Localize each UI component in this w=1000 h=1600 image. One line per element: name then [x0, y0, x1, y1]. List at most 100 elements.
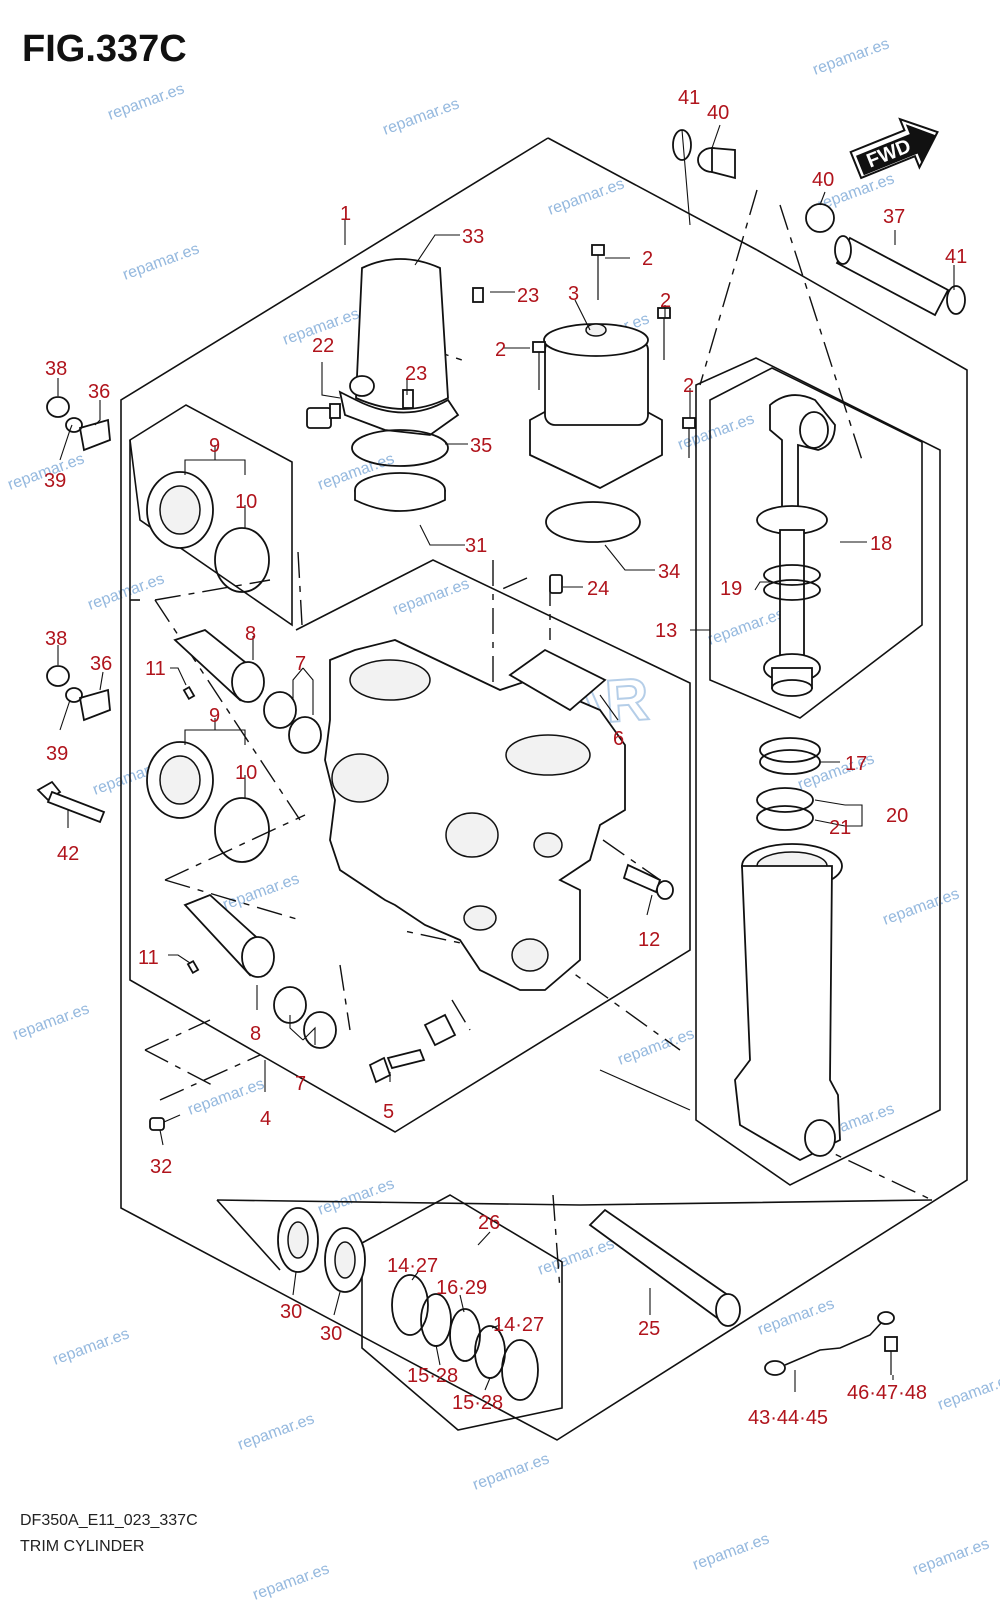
callout-label: 10: [235, 491, 257, 513]
cylinder-13: [734, 843, 843, 1162]
callout-label: 38: [45, 628, 67, 650]
callout-label: 33: [462, 226, 484, 248]
callout-label: 2: [660, 290, 671, 312]
callout-label: 2: [495, 339, 506, 361]
watermark: repamar.es: [251, 1560, 332, 1600]
watermark: repamar.es: [691, 1530, 772, 1573]
watermark: repamar.es: [936, 1370, 1000, 1413]
valve-spool-8: [173, 628, 275, 978]
callout-label: 8: [245, 623, 256, 645]
plug-9: [146, 471, 214, 819]
callout-label: 36: [88, 381, 110, 403]
pin-11: [182, 685, 200, 975]
piston-subframe: [709, 367, 923, 719]
callout-label: 41: [678, 87, 700, 109]
fitting-12: [622, 863, 674, 900]
callout-label: 35: [470, 435, 492, 457]
callout-label: 30: [320, 1323, 342, 1345]
manifold-body-4: [324, 639, 626, 991]
callout-label: 36: [90, 653, 112, 675]
watermark: repamar.es: [11, 1000, 92, 1043]
callout-label: 23: [517, 285, 539, 307]
callout-label: 1: [340, 203, 351, 225]
watermark: repamar.es: [221, 870, 302, 913]
callout-label: 9: [209, 435, 220, 457]
nut-38: [46, 396, 70, 687]
callout-label: 42: [57, 843, 79, 865]
bolt-46: [884, 1336, 898, 1375]
callout-label: 18: [870, 533, 892, 555]
callout-label: 15·28: [452, 1392, 503, 1414]
watermark: repamar.es: [381, 95, 462, 138]
watermark: repamar.es: [811, 35, 892, 78]
callout-label: 2: [642, 248, 653, 270]
callout-label: 6: [613, 728, 624, 750]
seal-kit-frame: [361, 1194, 563, 1431]
piston-rod-18: [756, 394, 836, 697]
watermark: repamar.es: [236, 1410, 317, 1453]
callout-label: 7: [295, 1073, 306, 1095]
watermark: repamar.es: [51, 1325, 132, 1368]
screw-32: [149, 1114, 181, 1131]
callout-label: 8: [250, 1023, 261, 1045]
watermark: repamar.es: [121, 240, 202, 283]
tube-37: [834, 235, 950, 317]
washer-30: [277, 1207, 366, 1293]
watermark: repamar.es: [471, 1450, 552, 1493]
watermark: repamar.es: [756, 1295, 837, 1338]
callout-label: 5: [383, 1101, 394, 1123]
callout-label: 46·47·48: [847, 1382, 927, 1404]
assembly-frame: [120, 137, 968, 1441]
bushing-40: [697, 147, 835, 233]
callout-label: 24: [587, 578, 609, 600]
callout-label: 10: [235, 762, 257, 784]
o-ring-34: [545, 501, 641, 543]
callout-label: 39: [46, 743, 68, 765]
seal-21: [756, 787, 814, 831]
callout-label: 9: [209, 705, 220, 727]
callout-label: 4: [260, 1108, 271, 1130]
callout-label: 16·29: [436, 1277, 487, 1299]
callout-label: 2: [683, 375, 694, 397]
callout-label: 19: [720, 578, 742, 600]
watermark: repamar.es: [536, 1235, 617, 1278]
o-ring-19: [763, 564, 821, 601]
manifold-subframe: [129, 404, 691, 1133]
screw-23: [402, 287, 484, 409]
bolt-42: [36, 780, 106, 824]
o-ring-35: [351, 429, 449, 467]
callout-label: 11: [145, 658, 166, 680]
o-ring-7: [263, 691, 337, 1049]
callout-label: 43·44·45: [748, 1407, 828, 1429]
watermark: repamar.es: [706, 605, 787, 648]
callout-label: 40: [707, 102, 729, 124]
reservoir-cap-part-33: [338, 258, 460, 436]
callout-label: 17: [845, 753, 867, 775]
motor-3: [529, 323, 663, 490]
callout-label: 11: [138, 947, 159, 969]
watermark: repamar.es: [616, 1025, 697, 1068]
lower-guide-lines: [144, 1019, 933, 1271]
callout-leaders: [57, 124, 955, 1392]
callout-label: 32: [150, 1156, 172, 1178]
plug-22: [306, 403, 341, 429]
filter-31: [354, 472, 446, 512]
callout-label: 3: [568, 283, 579, 305]
callout-label: 38: [45, 358, 67, 380]
seal-17: [759, 737, 821, 775]
figure-code: DF350A_E11_023_337C: [20, 1512, 198, 1529]
washer-39: [65, 417, 83, 703]
callout-label: 22: [312, 335, 334, 357]
callout-label: 31: [465, 535, 487, 557]
callout-label: 25: [638, 1318, 660, 1340]
callout-label: 14·27: [493, 1314, 544, 1336]
cylinder-subframe: [695, 357, 941, 1186]
callout-label: 40: [812, 169, 834, 191]
bolt-2: [532, 244, 696, 458]
ground-wire-43: [764, 1311, 895, 1376]
connector-24: [549, 574, 563, 594]
callout-label: 30: [280, 1301, 302, 1323]
callout-label: 20: [886, 805, 908, 827]
valve-5: [368, 1013, 457, 1084]
